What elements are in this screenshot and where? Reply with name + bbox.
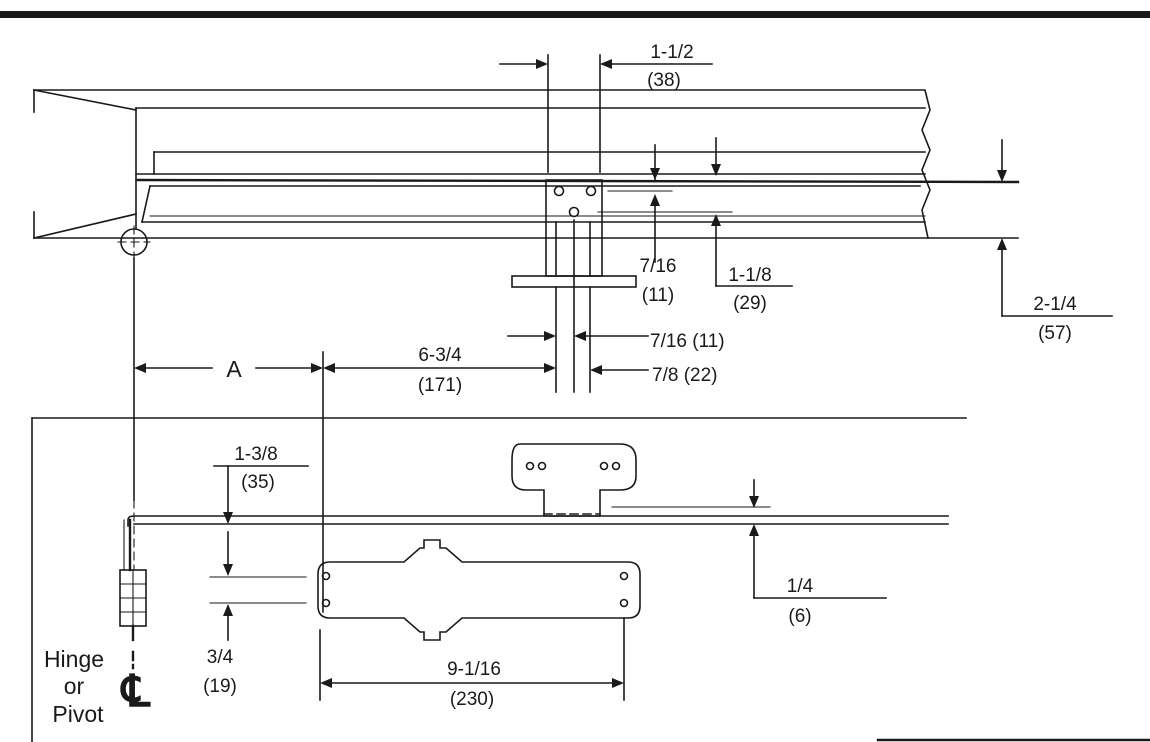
dim-label-mm: (19) [203, 676, 237, 697]
dim-label-inch: 3/4 [207, 647, 234, 668]
dim-frame-face: 2-1/4 (57) [997, 139, 1113, 344]
dim-label-mm: (38) [647, 70, 681, 91]
dim-label-inch: 7/16 [640, 256, 677, 277]
dim-label-inch: 2-1/4 [1033, 294, 1077, 315]
hinge-label-line1: Hinge [44, 646, 104, 672]
frame-header [33, 89, 1020, 239]
top-border-rule [0, 11, 1150, 18]
dim-plate-gap: 1/4 (6) [611, 479, 887, 627]
dim-body-gap: 3/4 (19) [203, 602, 307, 697]
door-closer-body [317, 539, 641, 641]
dim-hole-spacing: 7/16 (11) [607, 144, 677, 306]
dim-label-mm: (6) [788, 606, 811, 627]
hinge [119, 518, 147, 670]
dim-shoe-width: 7/8 (22) [590, 365, 717, 386]
dim-shoe-slot: 7/16 (11) [507, 331, 725, 352]
dim-label-inch: 1/4 [787, 576, 814, 597]
dim-label: 7/16 (11) [650, 331, 725, 352]
dim-label: 7/8 (22) [652, 365, 717, 386]
dim-bolt-offset: 1-1/8 (29) [597, 137, 793, 314]
door-outline [31, 417, 967, 742]
dim-a-label: A [226, 356, 242, 382]
dim-a-and-closer-offset: A 6-3/4 (171) [133, 257, 556, 613]
mounting-bracket [511, 179, 637, 393]
pivot-circle [117, 225, 151, 259]
dim-label-mm: (11) [642, 285, 674, 306]
dim-label-mm: (230) [450, 689, 494, 710]
hinge-label-line3: Pivot [52, 701, 104, 727]
dim-label-inch: 1-3/8 [234, 444, 277, 465]
dim-closer-offset-top: 1-1/2 (38) [499, 42, 713, 173]
hinge-label-line2: or [64, 673, 85, 699]
centerline-symbol: ℄ [120, 666, 151, 717]
dim-label-inch: 1-1/2 [650, 42, 693, 63]
dim-label-mm: (29) [733, 293, 767, 314]
dim-label-inch: 6-3/4 [418, 345, 462, 366]
dim-closer-length: 9-1/16 (230) [319, 617, 625, 710]
dim-label-inch: 9-1/16 [447, 659, 501, 680]
dim-label-inch: 1-1/8 [728, 265, 771, 286]
arm-mounting-plate [511, 443, 637, 517]
header-outline [33, 89, 931, 239]
dim-arm-drop: 1-3/8 (35) [209, 444, 309, 578]
dim-label-mm: (35) [241, 472, 275, 493]
dim-label-mm: (171) [418, 375, 462, 396]
dim-label-mm: (57) [1038, 323, 1072, 344]
hinge-centerline: ℄ Hinge or Pivot [44, 646, 151, 727]
